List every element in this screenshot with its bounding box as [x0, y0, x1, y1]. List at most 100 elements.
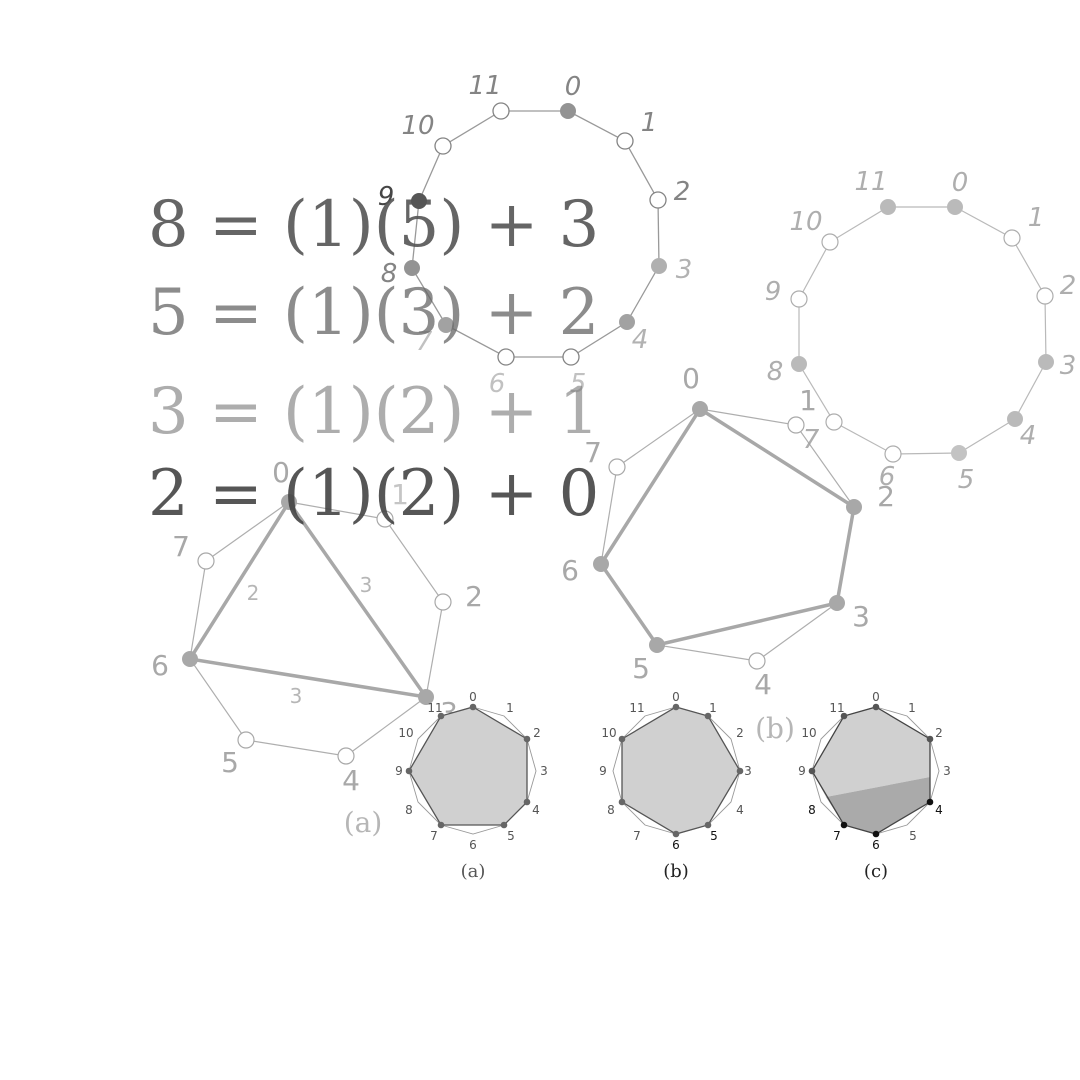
vertex-7 — [608, 458, 626, 476]
small-c-label-0: 0 — [872, 690, 880, 704]
diagram-a-vertices — [182, 494, 452, 765]
large-dial-right: 0 1 2 3 4 5 6 7 8 9 10 11 — [765, 167, 1077, 495]
small-b-label-6: 6 — [672, 838, 680, 852]
diagram-b-label-6: 6 — [561, 554, 579, 587]
vertex-6 — [497, 348, 515, 366]
diagram-b-caption: (b) — [755, 712, 795, 745]
small-a-label-5: 5 — [507, 829, 515, 843]
dial-top-label-3: 3 — [676, 255, 693, 285]
vertex-11 — [840, 712, 848, 720]
small-dial-b-fill — [621, 706, 741, 835]
diagram-b-label-0: 0 — [682, 362, 700, 395]
vertex-0 — [947, 199, 963, 215]
equation-1: 8 = (1)(5) + 3 — [148, 188, 599, 262]
vertex-7 — [197, 552, 215, 570]
vertex-3 — [1038, 354, 1054, 370]
vertex-3 — [418, 689, 434, 705]
equation-3: 3 = (1)(2) + 1 — [148, 375, 599, 449]
vertex-3 — [829, 595, 845, 611]
vertex-8 — [618, 798, 626, 806]
dial-top-label-4: 4 — [632, 325, 649, 355]
vertex-4 — [748, 652, 766, 670]
diagram-a-label-0: 0 — [272, 456, 290, 489]
dial-right-label-7: 7 — [803, 425, 820, 455]
vertex-8 — [791, 356, 807, 372]
large-dial-top: 0 1 2 3 4 5 6 7 8 9 10 11 — [378, 71, 693, 399]
vertex-1 — [1003, 229, 1021, 247]
small-c-label-10: 10 — [801, 726, 816, 740]
vertex-5 — [562, 348, 580, 366]
vertex-4 — [619, 314, 635, 330]
small-c-label-1: 1 — [908, 701, 916, 715]
diagram-a-label-6: 6 — [151, 649, 169, 682]
small-a-label-11: 11 — [427, 701, 442, 715]
dial-right-label-0: 0 — [952, 168, 969, 198]
vertex-5 — [237, 731, 255, 749]
diagram-b-label-2: 2 — [877, 480, 895, 513]
dial-right-label-11: 11 — [854, 167, 887, 197]
dial-top-label-0: 0 — [565, 72, 582, 102]
small-dial-c-caption: (c) — [864, 861, 888, 882]
small-dial-c-fill-dark — [826, 777, 930, 834]
diagram-a-triangle — [187, 498, 430, 700]
dial-top-label-8: 8 — [381, 259, 398, 289]
diagram-a-label-1: 1 — [391, 478, 409, 511]
vertex-6 — [884, 445, 902, 463]
vertex-1 — [616, 132, 634, 150]
small-b-label-5: 5 — [710, 829, 718, 843]
small-dial-c-fill-light — [812, 707, 930, 797]
vertex-7 — [825, 413, 843, 431]
dial-top-label-2: 2 — [674, 177, 691, 207]
vertex-0 — [560, 103, 576, 119]
diagram-b: 0 1 2 3 4 5 6 7 (b) — [561, 362, 895, 745]
vertex-6 — [182, 651, 198, 667]
vertex-9 — [790, 290, 808, 308]
small-dial-c: 0 1 2 3 4 5 6 7 8 9 10 11 (c) — [798, 690, 951, 882]
vertex-11 — [492, 102, 510, 120]
vertex-2 — [1036, 287, 1054, 305]
small-c-label-8: 8 — [808, 803, 816, 817]
diagram-b-label-7: 7 — [584, 436, 602, 469]
small-b-label-0: 0 — [672, 690, 680, 704]
vertex-10 — [821, 233, 839, 251]
diagram-a-label-2: 2 — [465, 580, 483, 613]
vertex-6 — [672, 830, 680, 838]
small-a-label-4: 4 — [532, 803, 540, 817]
dial-top-vertices — [404, 102, 667, 366]
dial-top-label-1: 1 — [641, 108, 658, 138]
small-b-label-9: 9 — [599, 764, 607, 778]
vertex-7 — [438, 317, 454, 333]
dial-top-label-5: 5 — [570, 369, 587, 399]
dial-right-label-1: 1 — [1028, 203, 1045, 233]
diagram-b-vertices — [593, 401, 862, 670]
dial-right-label-5: 5 — [958, 465, 975, 495]
small-a-label-10: 10 — [398, 726, 413, 740]
vertex-5 — [649, 637, 665, 653]
dial-right-vertices — [790, 199, 1054, 463]
vertex-7 — [437, 821, 445, 829]
small-c-label-5: 5 — [909, 829, 917, 843]
small-c-label-6: 6 — [872, 838, 880, 852]
vertex-11 — [437, 712, 445, 720]
small-a-label-7: 7 — [430, 829, 438, 843]
vertex-2 — [649, 191, 667, 209]
dial-top-label-7: 7 — [416, 327, 433, 357]
equation-2: 5 = (1)(3) + 2 — [148, 276, 599, 350]
vertex-1 — [376, 510, 394, 528]
diagram-b-label-4: 4 — [754, 668, 772, 701]
vertex-3 — [651, 258, 667, 274]
small-dial-c-border — [811, 706, 931, 835]
vertex-10 — [618, 735, 626, 743]
small-a-label-1: 1 — [506, 701, 514, 715]
dial-right-label-4: 4 — [1020, 421, 1037, 451]
small-b-label-4: 4 — [736, 803, 744, 817]
dial-right-label-9: 9 — [765, 277, 782, 307]
small-a-label-9: 9 — [395, 764, 403, 778]
vertex-4 — [337, 747, 355, 765]
vertex-4 — [523, 798, 531, 806]
vertex-8 — [404, 260, 420, 276]
vertex-0 — [469, 703, 477, 711]
diagram-a-edge-label-36: 3 — [290, 684, 303, 708]
small-dial-a: 0 1 2 3 4 5 6 7 8 9 10 11 (a) — [395, 690, 548, 882]
